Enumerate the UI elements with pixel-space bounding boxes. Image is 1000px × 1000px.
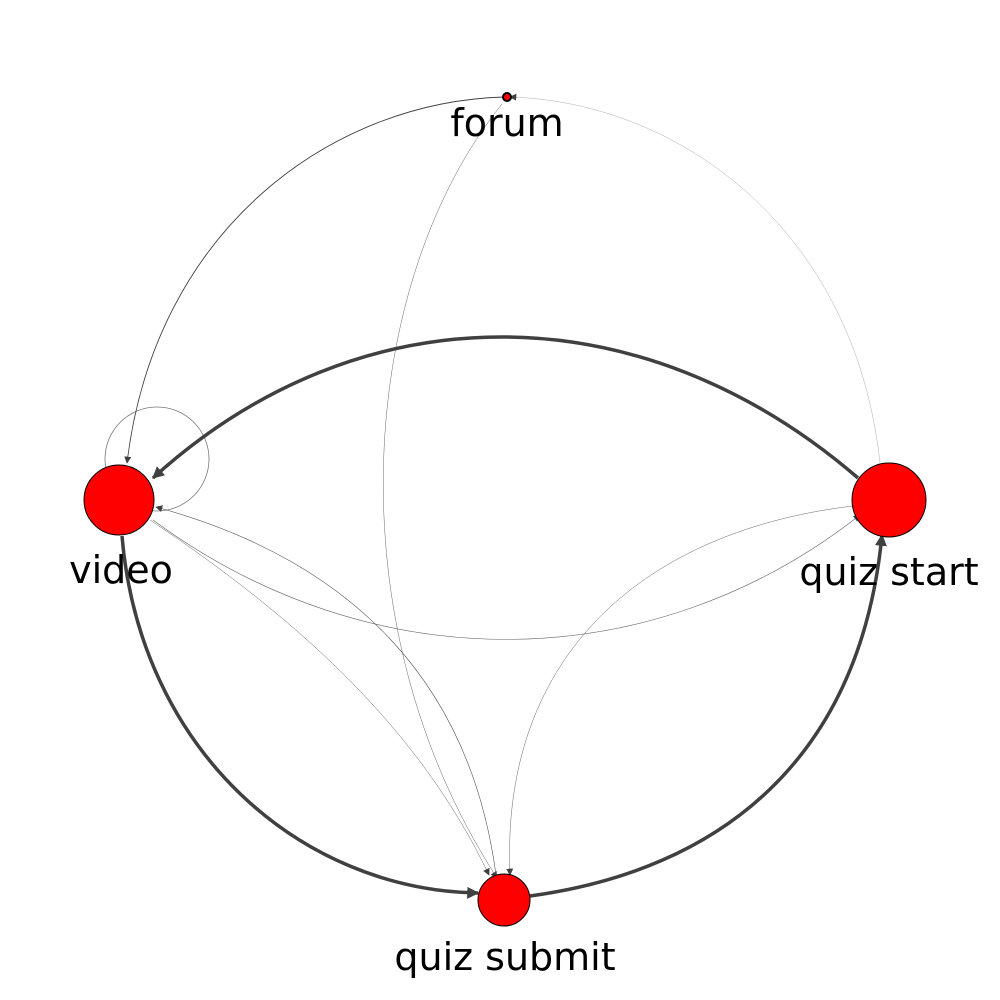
edge-forum-to-video [124,96,505,464]
edge-quiz-start-to-video [151,335,860,480]
nodes [83,92,927,927]
node-labels: forum video quiz start quiz submit [69,101,979,979]
label-quiz-submit: quiz submit [394,935,615,979]
edge-forum-to-quiz-submit [383,103,503,879]
label-forum: forum [450,101,563,145]
node-quiz-start[interactable] [851,462,927,538]
node-forum[interactable] [502,92,512,102]
node-quiz-submit[interactable] [477,873,531,927]
edge-video-to-quiz-submit-thick [120,535,480,899]
edge-video-to-quiz-start [152,514,861,640]
edge-quiz-start-to-quiz-submit [506,505,854,876]
label-quiz-start: quiz start [799,550,978,594]
edge-quiz-start-to-forum [509,93,881,464]
edge-quiz-submit-to-quiz-start [529,533,887,898]
edges [104,93,887,899]
label-video: video [69,548,173,592]
node-video[interactable] [83,464,155,536]
edge-quiz-submit-to-video [155,505,497,876]
edge-video-to-quiz-submit-thin [149,519,490,876]
